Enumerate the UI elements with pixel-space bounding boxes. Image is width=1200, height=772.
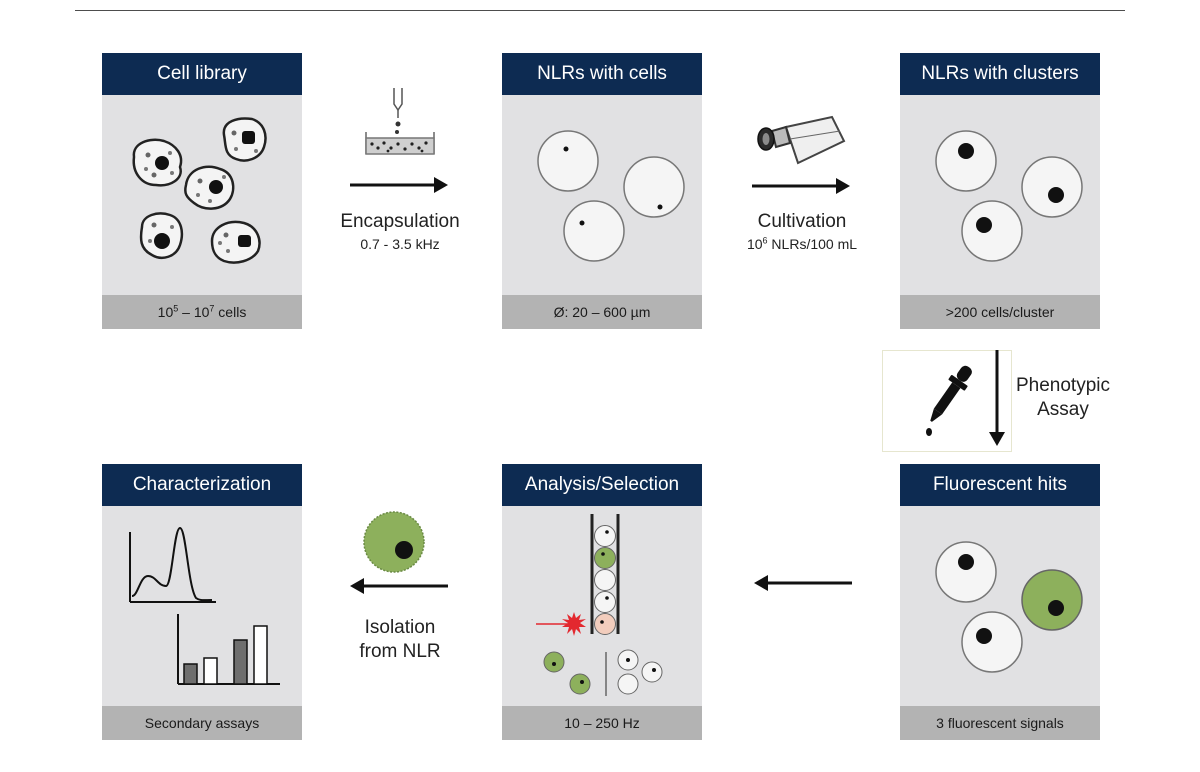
dropper-pipette-icon — [926, 365, 972, 436]
sorted-green-droplet — [543, 651, 565, 673]
channel-droplet-green — [594, 547, 616, 569]
amoeba-cell — [222, 117, 267, 162]
nlr-clusters-illustration — [935, 130, 1083, 262]
cell-library-illustration — [132, 117, 267, 264]
nlr-droplet — [537, 130, 599, 192]
nlr-droplet — [1021, 156, 1083, 218]
culture-flask-icon — [757, 115, 846, 165]
channel-droplet — [594, 525, 616, 547]
analysis-selection-illustration — [536, 514, 663, 696]
amoeba-cell — [210, 220, 261, 264]
green-nlr-icon — [363, 511, 425, 573]
pipette-frame — [882, 350, 1012, 452]
arrow-cultivation — [752, 178, 850, 194]
card-cell-library: Cell library 105 – 107 cells — [102, 53, 302, 329]
laser-icon — [536, 612, 586, 636]
card-title: Fluorescent hits — [900, 464, 1100, 506]
card-title: Cell library — [102, 53, 302, 95]
characterization-illustration — [129, 526, 280, 685]
droplet-dispenser-icon — [365, 88, 435, 155]
step-label: Cultivation — [757, 211, 847, 232]
fluorescent-nlr-droplet — [1021, 569, 1083, 631]
amoeba-cell — [132, 138, 183, 187]
card-footer: 105 – 107 cells — [102, 295, 302, 329]
card-analysis-selection: Analysis/Selection 10 – 250 Hz — [502, 464, 702, 740]
card-title: Characterization — [102, 464, 302, 506]
step-label-line1: Isolation — [364, 617, 436, 638]
nlr-droplet — [623, 156, 685, 218]
card-title: NLRs with clusters — [900, 53, 1100, 95]
step-encapsulation: Encapsulation 0.7 - 3.5 kHz — [320, 210, 480, 254]
card-footer: 10 – 250 Hz — [502, 706, 702, 740]
step-isolation: Isolation from NLR — [330, 616, 470, 664]
channel-droplet-measured — [594, 613, 616, 635]
nlr-cells-illustration — [537, 130, 685, 262]
bar-chart-icon — [177, 614, 280, 685]
card-footer: 3 fluorescent signals — [900, 706, 1100, 740]
nlr-droplet — [961, 200, 1023, 262]
amoeba-cell — [139, 212, 184, 259]
fluorescent-hits-illustration — [935, 541, 1083, 673]
nlr-droplet — [935, 130, 997, 192]
step-label-line2: from NLR — [359, 641, 441, 662]
channel-droplet — [594, 569, 616, 591]
card-nlrs-with-clusters: NLRs with clusters >200 cells/cluster — [900, 53, 1100, 329]
card-footer: Secondary assays — [102, 706, 302, 740]
card-title: NLRs with cells — [502, 53, 702, 95]
card-footer: >200 cells/cluster — [900, 295, 1100, 329]
top-rule — [75, 10, 1125, 11]
nlr-droplet — [961, 611, 1023, 673]
step-phenotypic-assay: Phenotypic Assay — [1008, 374, 1118, 422]
card-title: Analysis/Selection — [502, 464, 702, 506]
step-label-line2: Assay — [1037, 399, 1089, 420]
arrow-encapsulation — [350, 177, 448, 193]
card-footer: Ø: 20 – 600 µm — [502, 295, 702, 329]
sorted-waste-droplet — [641, 661, 663, 683]
sorted-waste-droplet — [617, 673, 639, 695]
step-label: Encapsulation — [340, 211, 460, 232]
arrow-analysis — [754, 575, 852, 591]
nlr-droplet — [935, 541, 997, 603]
sorted-green-droplet — [569, 673, 591, 695]
card-nlrs-with-cells: NLRs with cells Ø: 20 – 600 µm — [502, 53, 702, 329]
step-cultivation: Cultivation 106 NLRs/100 mL — [712, 210, 892, 254]
card-fluorescent-hits: Fluorescent hits 3 fluorescent signals — [900, 464, 1100, 740]
card-characterization: Characterization Secondary assays — [102, 464, 302, 740]
nlr-droplet — [563, 200, 625, 262]
step-detail: 106 NLRs/100 mL — [746, 235, 858, 252]
step-label-line1: Phenotypic — [1015, 375, 1110, 396]
arrow-phenotypic-assay — [989, 350, 1005, 446]
spectrum-plot-icon — [129, 526, 216, 603]
step-detail: 0.7 - 3.5 kHz — [360, 236, 440, 252]
channel-droplet — [594, 591, 616, 613]
amoeba-cell — [184, 165, 235, 210]
arrow-isolation — [350, 578, 448, 594]
sorted-waste-droplet — [617, 649, 639, 671]
